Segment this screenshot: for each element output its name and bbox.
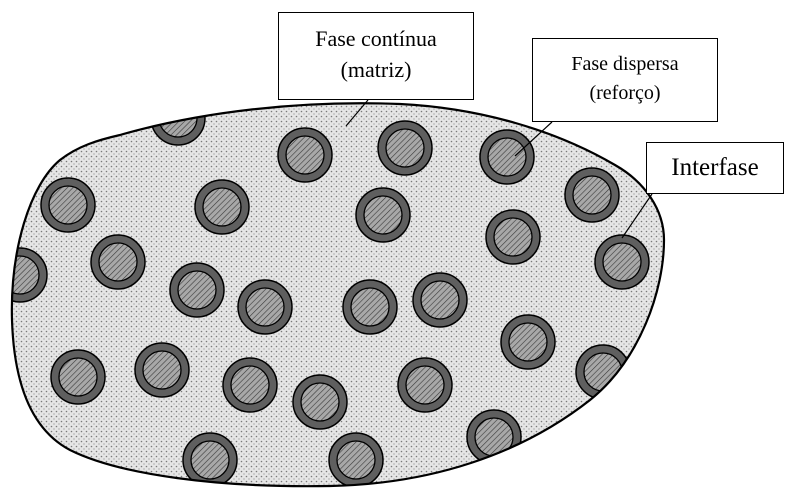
particle-core xyxy=(231,366,269,404)
particle-core xyxy=(488,138,526,176)
particle-core xyxy=(143,351,181,389)
particle-core xyxy=(286,136,324,174)
particle-core xyxy=(494,218,532,256)
label-dispersed-phase: Fase dispersa (reforço) xyxy=(532,38,718,122)
label-interface: Interfase xyxy=(646,142,784,194)
label-interface-text: Interfase xyxy=(647,143,783,193)
particle-core xyxy=(421,281,459,319)
particle-core xyxy=(203,188,241,226)
particle-core xyxy=(301,383,339,421)
particle-core xyxy=(364,196,402,234)
particle-core xyxy=(337,441,375,479)
particle-core xyxy=(49,186,87,224)
label-continuous-phase-subtitle: (matriz) xyxy=(279,54,473,85)
particle-core xyxy=(1,256,39,294)
particle-core xyxy=(99,243,137,281)
particle-core xyxy=(59,358,97,396)
particle-core xyxy=(573,176,611,214)
particle-core xyxy=(406,366,444,404)
label-dispersed-phase-subtitle: (reforço) xyxy=(533,79,717,108)
label-dispersed-phase-title: Fase dispersa xyxy=(533,50,717,79)
label-continuous-phase-title: Fase contínua xyxy=(279,23,473,54)
particle-core xyxy=(246,288,284,326)
label-continuous-phase: Fase contínua (matriz) xyxy=(278,12,474,100)
particle-core xyxy=(509,323,547,361)
particle-core xyxy=(603,243,641,281)
particle-core xyxy=(178,271,216,309)
continuous-phase-matrix xyxy=(12,103,664,486)
particle-core xyxy=(191,441,229,479)
particle-core xyxy=(351,288,389,326)
particle-core xyxy=(386,129,424,167)
